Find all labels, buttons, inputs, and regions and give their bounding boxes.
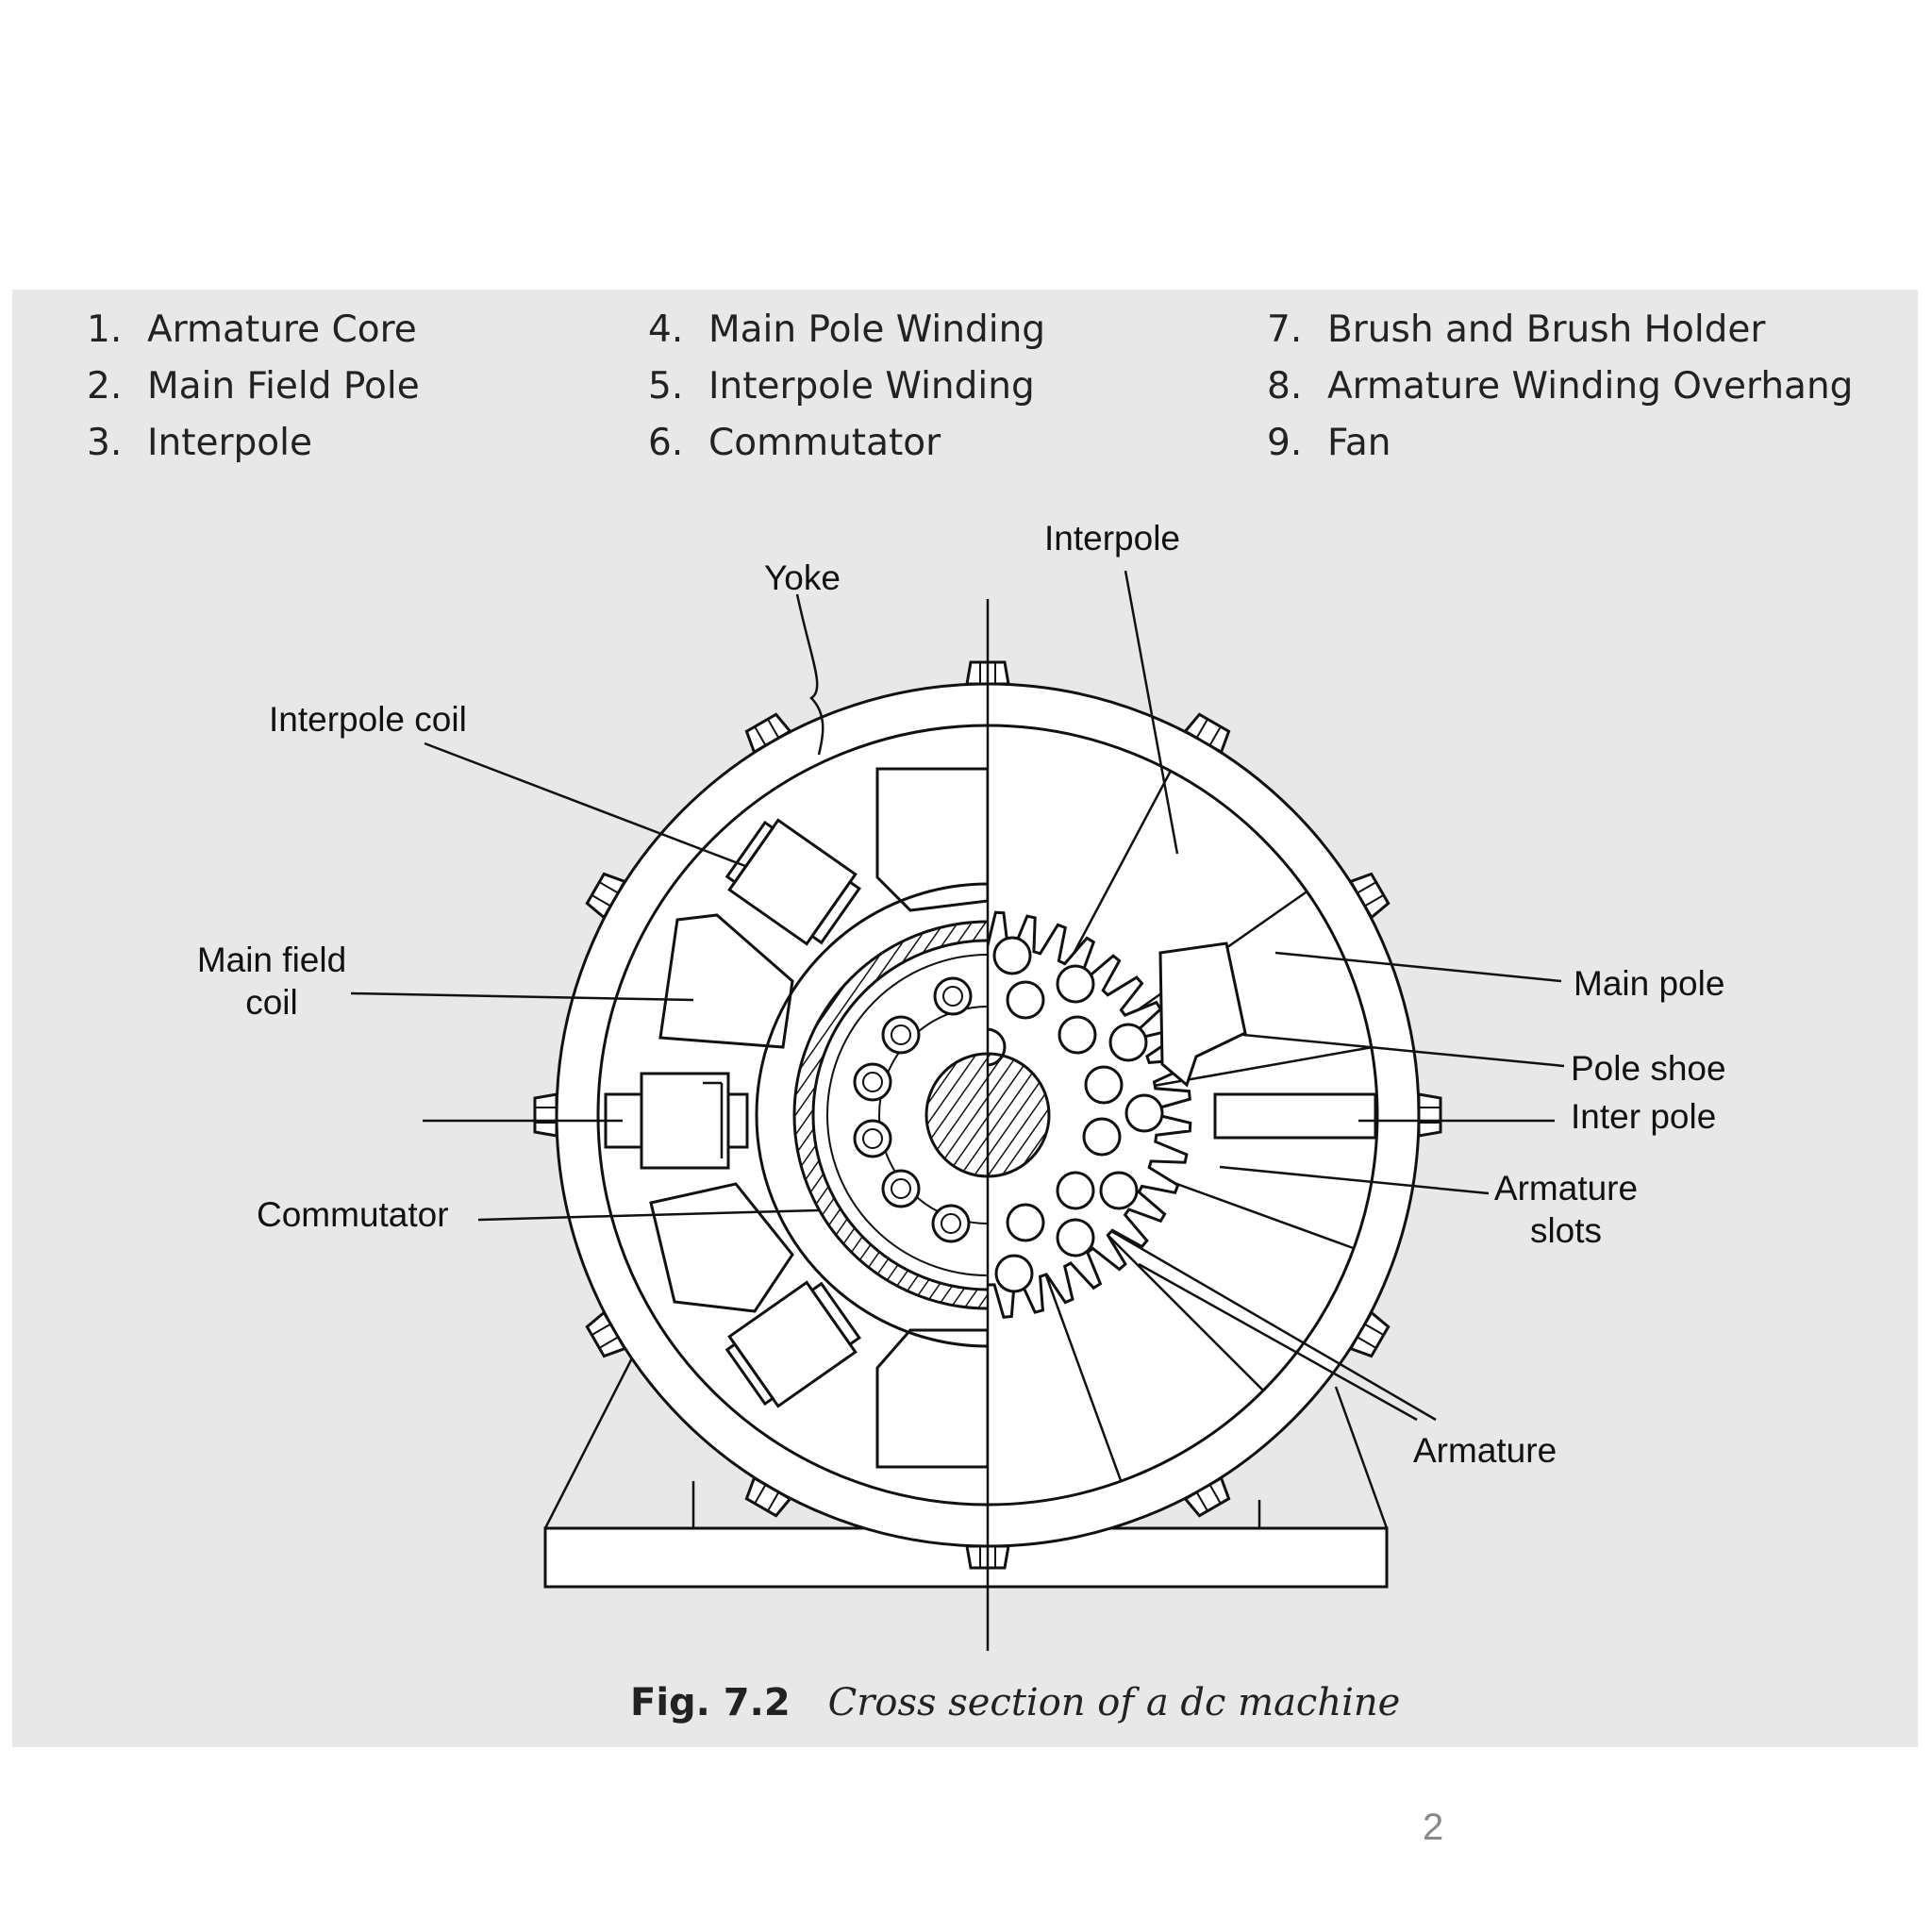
bolt-line — [598, 881, 619, 894]
yoke-bolt — [1348, 872, 1391, 920]
bolt-line — [1364, 894, 1385, 908]
armature-hole — [1006, 980, 1045, 1020]
label-inter-pole: Inter pole — [1571, 1097, 1716, 1136]
bolt-line — [767, 1491, 780, 1512]
commutator-hole-inner — [941, 1213, 961, 1234]
label-pole-shoe: Pole shoe — [1571, 1049, 1726, 1088]
label-interpole: Interpole — [1044, 519, 1180, 558]
bolt-line — [591, 894, 611, 908]
caption-fig-number: Fig. 7.2 — [630, 1681, 791, 1724]
armature-hole — [1056, 1218, 1095, 1257]
parts-list-item: 2.Main Field Pole — [87, 365, 420, 408]
bolt-line — [1195, 718, 1208, 739]
armature-holes — [988, 936, 1164, 1293]
interpole-left — [604, 1072, 749, 1170]
parts-list-item: 9.Fan — [1267, 422, 1391, 464]
armature-hole — [1056, 1171, 1095, 1210]
bolt-head — [1417, 1092, 1442, 1138]
inter-pole — [1213, 1092, 1377, 1140]
yoke-bolt — [585, 1310, 627, 1358]
leader-lines — [350, 570, 1565, 1422]
parts-list-column-2: 4.Main Pole Winding 5.Interpole Winding … — [648, 302, 1045, 472]
commutator-hole — [933, 976, 973, 1016]
label-armature-slots-1: Armature — [1494, 1169, 1638, 1208]
armature-hole — [1058, 1015, 1097, 1055]
bolt-head — [533, 1092, 558, 1138]
interpole-coil-lower — [724, 1280, 861, 1408]
armature-hole — [1084, 1065, 1124, 1105]
label-interpole-coil: Interpole coil — [269, 700, 467, 739]
left-half-section — [604, 767, 988, 1469]
parts-list-column-3: 7.Brush and Brush Holder 8.Armature Wind… — [1267, 302, 1853, 472]
bolt-line — [1357, 1336, 1377, 1349]
bolt-line — [598, 1336, 619, 1349]
armature-hole — [1006, 1203, 1045, 1242]
fin-line — [1059, 770, 1172, 978]
right-half-section — [988, 770, 1377, 1482]
armature-hole — [992, 936, 1032, 975]
armature-hole — [1099, 1171, 1139, 1210]
label-main-pole: Main pole — [1574, 964, 1724, 1003]
bolt-line — [591, 1323, 611, 1336]
commutator-hole — [881, 1015, 921, 1055]
pole-shoe — [1158, 941, 1247, 1088]
commutator-hole-inner — [891, 1178, 911, 1199]
commutator-hole-inner — [862, 1128, 883, 1149]
yoke-bolt — [1348, 1310, 1391, 1358]
bolt-line — [1364, 1323, 1385, 1336]
parts-list-item: 8.Armature Winding Overhang — [1267, 365, 1854, 408]
commutator-holes — [853, 976, 973, 1243]
armature-hole — [1056, 964, 1095, 1004]
label-commutator: Commutator — [257, 1195, 449, 1234]
label-armature: Armature — [1413, 1431, 1557, 1470]
page-number: 2 — [1423, 1807, 1444, 1848]
commutator-hole — [881, 1169, 921, 1208]
bolt-line — [1208, 725, 1222, 746]
commutator-hole-inner — [891, 1024, 911, 1045]
interpole-coil-upper — [724, 818, 861, 946]
yoke-bolt — [744, 1475, 792, 1518]
bolt-line — [1357, 881, 1377, 894]
yoke-bolts — [533, 660, 1442, 1570]
yoke-bolt — [585, 872, 627, 920]
label-yoke: Yoke — [764, 558, 841, 597]
parts-list-item: 5.Interpole Winding — [648, 365, 1035, 408]
bolt-line — [1208, 1484, 1222, 1505]
yoke-bolt — [1183, 1475, 1231, 1518]
commutator-hole — [931, 1204, 971, 1243]
parts-list-column-1: 1.Armature Core 2.Main Field Pole 3.Inte… — [87, 302, 420, 472]
main-field-coil-lower — [649, 1182, 794, 1313]
bolt-line — [1195, 1491, 1208, 1512]
figure-caption: Fig. 7.2 Cross section of a dc machine — [630, 1681, 1400, 1724]
label-main-field-coil-1: Main field — [197, 941, 346, 979]
parts-list-item: 7.Brush and Brush Holder — [1267, 308, 1766, 351]
commutator-hole-inner — [862, 1072, 883, 1092]
yoke-bolt — [533, 1092, 558, 1138]
fin-line — [1040, 1260, 1123, 1482]
main-field-coil-upper — [658, 913, 794, 1049]
fin-line — [1096, 1224, 1264, 1391]
label-main-field-coil-2: coil — [245, 983, 298, 1022]
parts-list-item: 4.Main Pole Winding — [648, 308, 1046, 351]
armature-hole — [1108, 1023, 1148, 1062]
parts-list-item: 6.Commutator — [648, 422, 941, 464]
caption-text: Cross section of a dc machine — [827, 1681, 1401, 1724]
parts-list-item: 3.Interpole — [87, 422, 312, 464]
commutator-hole — [853, 1119, 892, 1158]
fin-line — [1141, 1046, 1372, 1090]
commutator-hole — [853, 1062, 892, 1102]
bolt-line — [754, 1484, 767, 1505]
yoke-bolt — [744, 712, 792, 755]
armature-hole — [994, 1254, 1034, 1293]
yoke-bolt — [1183, 712, 1231, 755]
parts-list-item: 1.Armature Core — [87, 308, 417, 351]
label-armature-slots-2: slots — [1530, 1211, 1602, 1250]
bolt-line — [754, 725, 767, 746]
armature-hole — [1124, 1093, 1164, 1133]
commutator-hole-inner — [942, 986, 963, 1007]
bolt-line — [767, 718, 780, 739]
yoke-bolt — [1417, 1092, 1442, 1138]
armature-hole — [1082, 1117, 1122, 1157]
